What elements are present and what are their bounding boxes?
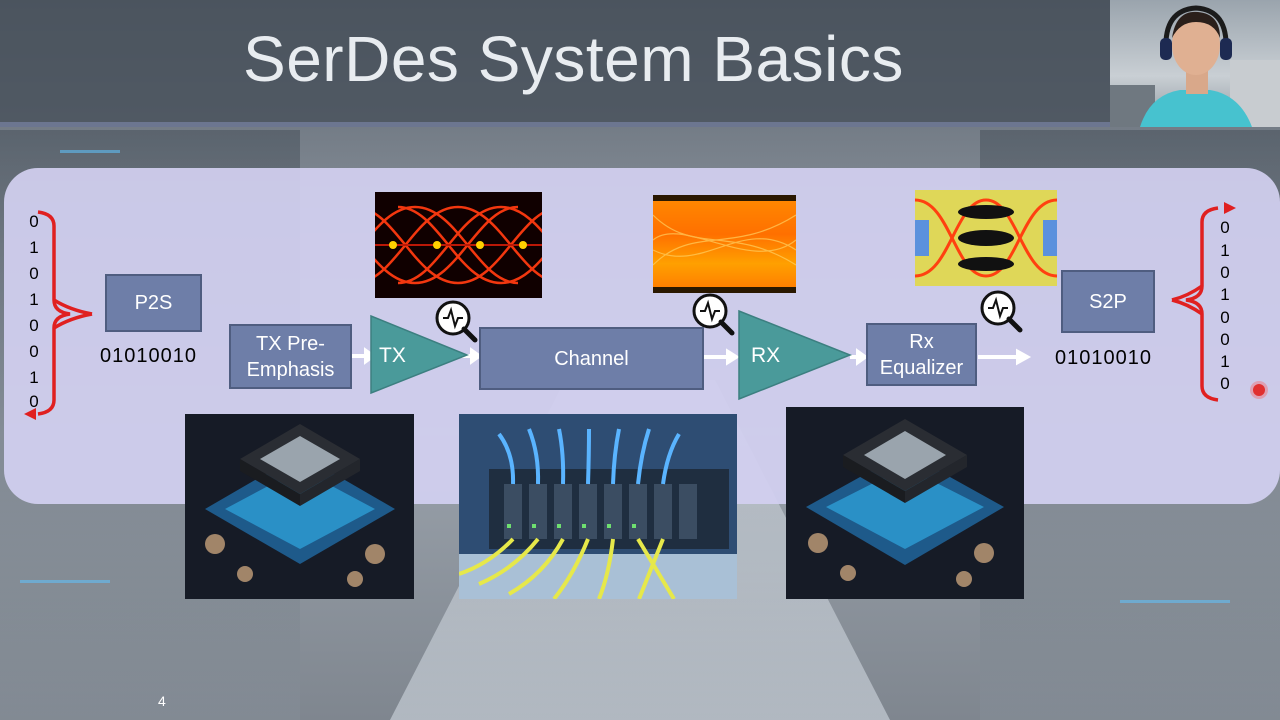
- title-bar: [0, 0, 1110, 122]
- tx-chip-photo: [185, 414, 414, 599]
- parallel-bit-right: 1: [1220, 285, 1230, 304]
- serial-data-right: 01010010: [1055, 347, 1152, 369]
- parallel-bit-left: 1: [29, 290, 39, 309]
- parallel-bit-right: 0: [1220, 330, 1230, 349]
- right-brace-arrowhead: [1224, 202, 1236, 214]
- magnifier-waveform-icon: [435, 300, 478, 343]
- tx-amplifier-triangle: [370, 314, 470, 395]
- slide-title: SerDes System Basics: [243, 23, 904, 95]
- light-streak: [20, 580, 110, 583]
- parallel-bit-right: 1: [1220, 352, 1230, 371]
- parallel-bit-left: 0: [29, 264, 39, 283]
- s2p-block: S2P: [1061, 270, 1155, 333]
- rx-chip-photo: [786, 407, 1024, 599]
- left-brace: [37, 210, 71, 416]
- left-brace-arrowhead: [24, 408, 36, 420]
- parallel-bit-right: 0: [1220, 374, 1230, 393]
- page-number: 4: [158, 693, 166, 709]
- channel-block: Channel: [479, 327, 704, 390]
- serial-data-left: 01010010: [100, 345, 197, 367]
- rx-eye-diagram: [915, 190, 1057, 286]
- pointer-cursor: [1253, 384, 1265, 396]
- light-streak: [60, 150, 120, 153]
- presenter-webcam: [1110, 0, 1280, 127]
- tx-eye-diagram: [375, 192, 542, 298]
- parallel-bit-left: 0: [29, 212, 39, 231]
- parallel-bit-left: 0: [29, 342, 39, 361]
- rx-equalizer-block: Rx Equalizer: [866, 323, 977, 386]
- parallel-bit-right: 0: [1220, 308, 1230, 327]
- parallel-bit-right: 0: [1220, 263, 1230, 282]
- parallel-bit-left: 0: [29, 316, 39, 335]
- title-divider: [0, 122, 1280, 127]
- p2s-block: P2S: [105, 274, 202, 332]
- parallel-bit-right: 0: [1220, 218, 1230, 237]
- magnifier-waveform-icon: [980, 290, 1023, 333]
- rx-label: RX: [751, 344, 781, 367]
- light-streak: [1120, 600, 1230, 603]
- magnifier-waveform-icon: [692, 293, 735, 336]
- rx-amplifier-triangle: [738, 309, 853, 401]
- parallel-bit-left: 0: [29, 392, 39, 411]
- channel-eye-diagram: [653, 195, 796, 293]
- parallel-bit-left: 1: [29, 368, 39, 387]
- parallel-bit-right: 1: [1220, 241, 1230, 260]
- parallel-bit-left: 1: [29, 238, 39, 257]
- tx-label: TX: [379, 344, 406, 367]
- channel-network-cables-photo: [459, 414, 737, 599]
- tx-pre-emphasis-block: TX Pre-Emphasis: [229, 324, 352, 389]
- right-brace: [1185, 206, 1219, 402]
